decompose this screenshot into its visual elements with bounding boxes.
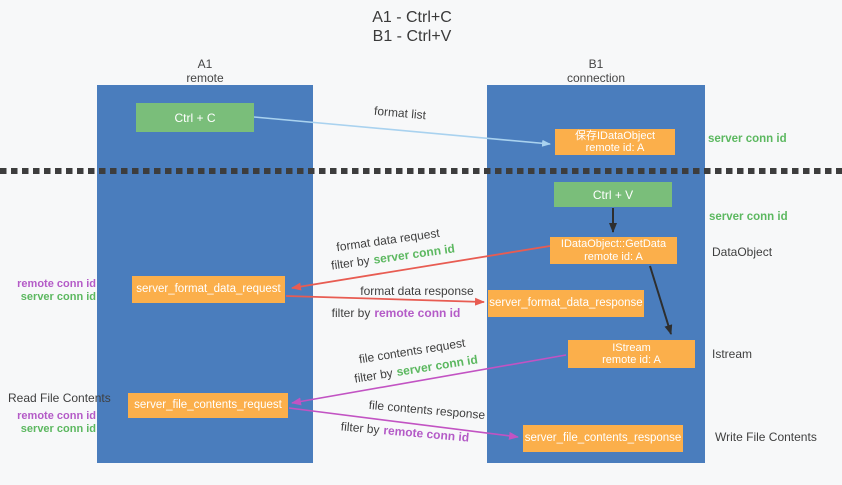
filter-by-text: filter by [353,365,394,386]
label-remote-conn-id-left2: remote conn id [17,410,96,422]
label-format-data-response: format data response [360,284,474,298]
filter-by-text: filter by [340,419,381,437]
label-server-conn-id-right-mid: server conn id [709,211,788,223]
diagram-title: A1 - Ctrl+C B1 - Ctrl+V [0,8,824,46]
label-server-conn-id-left2: server conn id [20,422,96,435]
title-line-2: B1 - Ctrl+V [372,28,452,45]
left-conn-ids-format: remote conn id server conn id [8,278,96,303]
lifeline-b1-role: connection [566,71,626,85]
lifeline-b1-name: B1 [588,57,604,71]
node-idataobject-getdata-line2: remote id: A [584,250,643,263]
node-save-idataobject-line1: 保存IDataObject [574,129,656,142]
label-server-conn-id-left1: server conn id [20,290,96,303]
node-server-format-data-request: server_format_data_request [132,276,285,303]
node-server-file-contents-request-label: server_file_contents_request [134,399,282,412]
left-conn-ids-file: remote conn id server conn id [8,410,96,435]
node-istream-line2: remote id: A [602,354,661,366]
node-server-format-data-response: server_format_data_response [488,290,644,317]
remote-conn-id-text: remote conn id [382,423,470,445]
label-write-file-contents: Write File Contents [715,430,817,444]
node-server-file-contents-request: server_file_contents_request [128,393,288,418]
node-ctrl-v: Ctrl + V [554,182,672,207]
lifeline-header-a1: A1 remote [97,57,313,85]
label-remote-conn-id-left1: remote conn id [17,278,96,290]
node-ctrl-c: Ctrl + C [136,103,254,132]
node-save-idataobject: 保存IDataObject remote id: A [555,129,675,155]
remote-conn-id-text: remote conn id [374,306,461,320]
node-save-idataobject-line2: remote id: A [585,142,645,154]
node-ctrl-c-label: Ctrl + C [174,110,216,125]
filter-by-text: filter by [331,306,371,320]
node-istream: IStream remote id: A [568,340,695,368]
node-server-file-contents-response: server_file_contents_response [523,425,683,452]
label-file-contents-response: file contents response [368,397,486,423]
filter-by-text: filter by [330,253,371,273]
node-server-format-data-request-label: server_format_data_request [136,283,281,296]
lifeline-header-b1: B1 connection [487,57,705,85]
label-server-conn-id-right-top: server conn id [708,133,787,145]
label-read-file-contents: Read File Contents [8,391,111,405]
node-server-file-contents-response-label: server_file_contents_response [524,432,682,445]
node-idataobject-getdata: IDataObject::GetData remote id: A [550,237,677,264]
label-format-list: format list [373,103,427,123]
label-istream-side: Istream [712,347,753,361]
lifeline-a1-name: A1 [197,57,213,71]
node-istream-line1: IStream [612,341,651,354]
node-ctrl-v-label: Ctrl + V [592,187,634,202]
lifeline-a1-role: remote [186,71,224,85]
node-idataobject-getdata-line1: IDataObject::GetData [560,238,667,250]
label-dataobject: DataObject [712,245,773,259]
node-server-format-data-response-label: server_format_data_response [489,297,643,310]
title-line-1: A1 - Ctrl+C [372,9,452,26]
